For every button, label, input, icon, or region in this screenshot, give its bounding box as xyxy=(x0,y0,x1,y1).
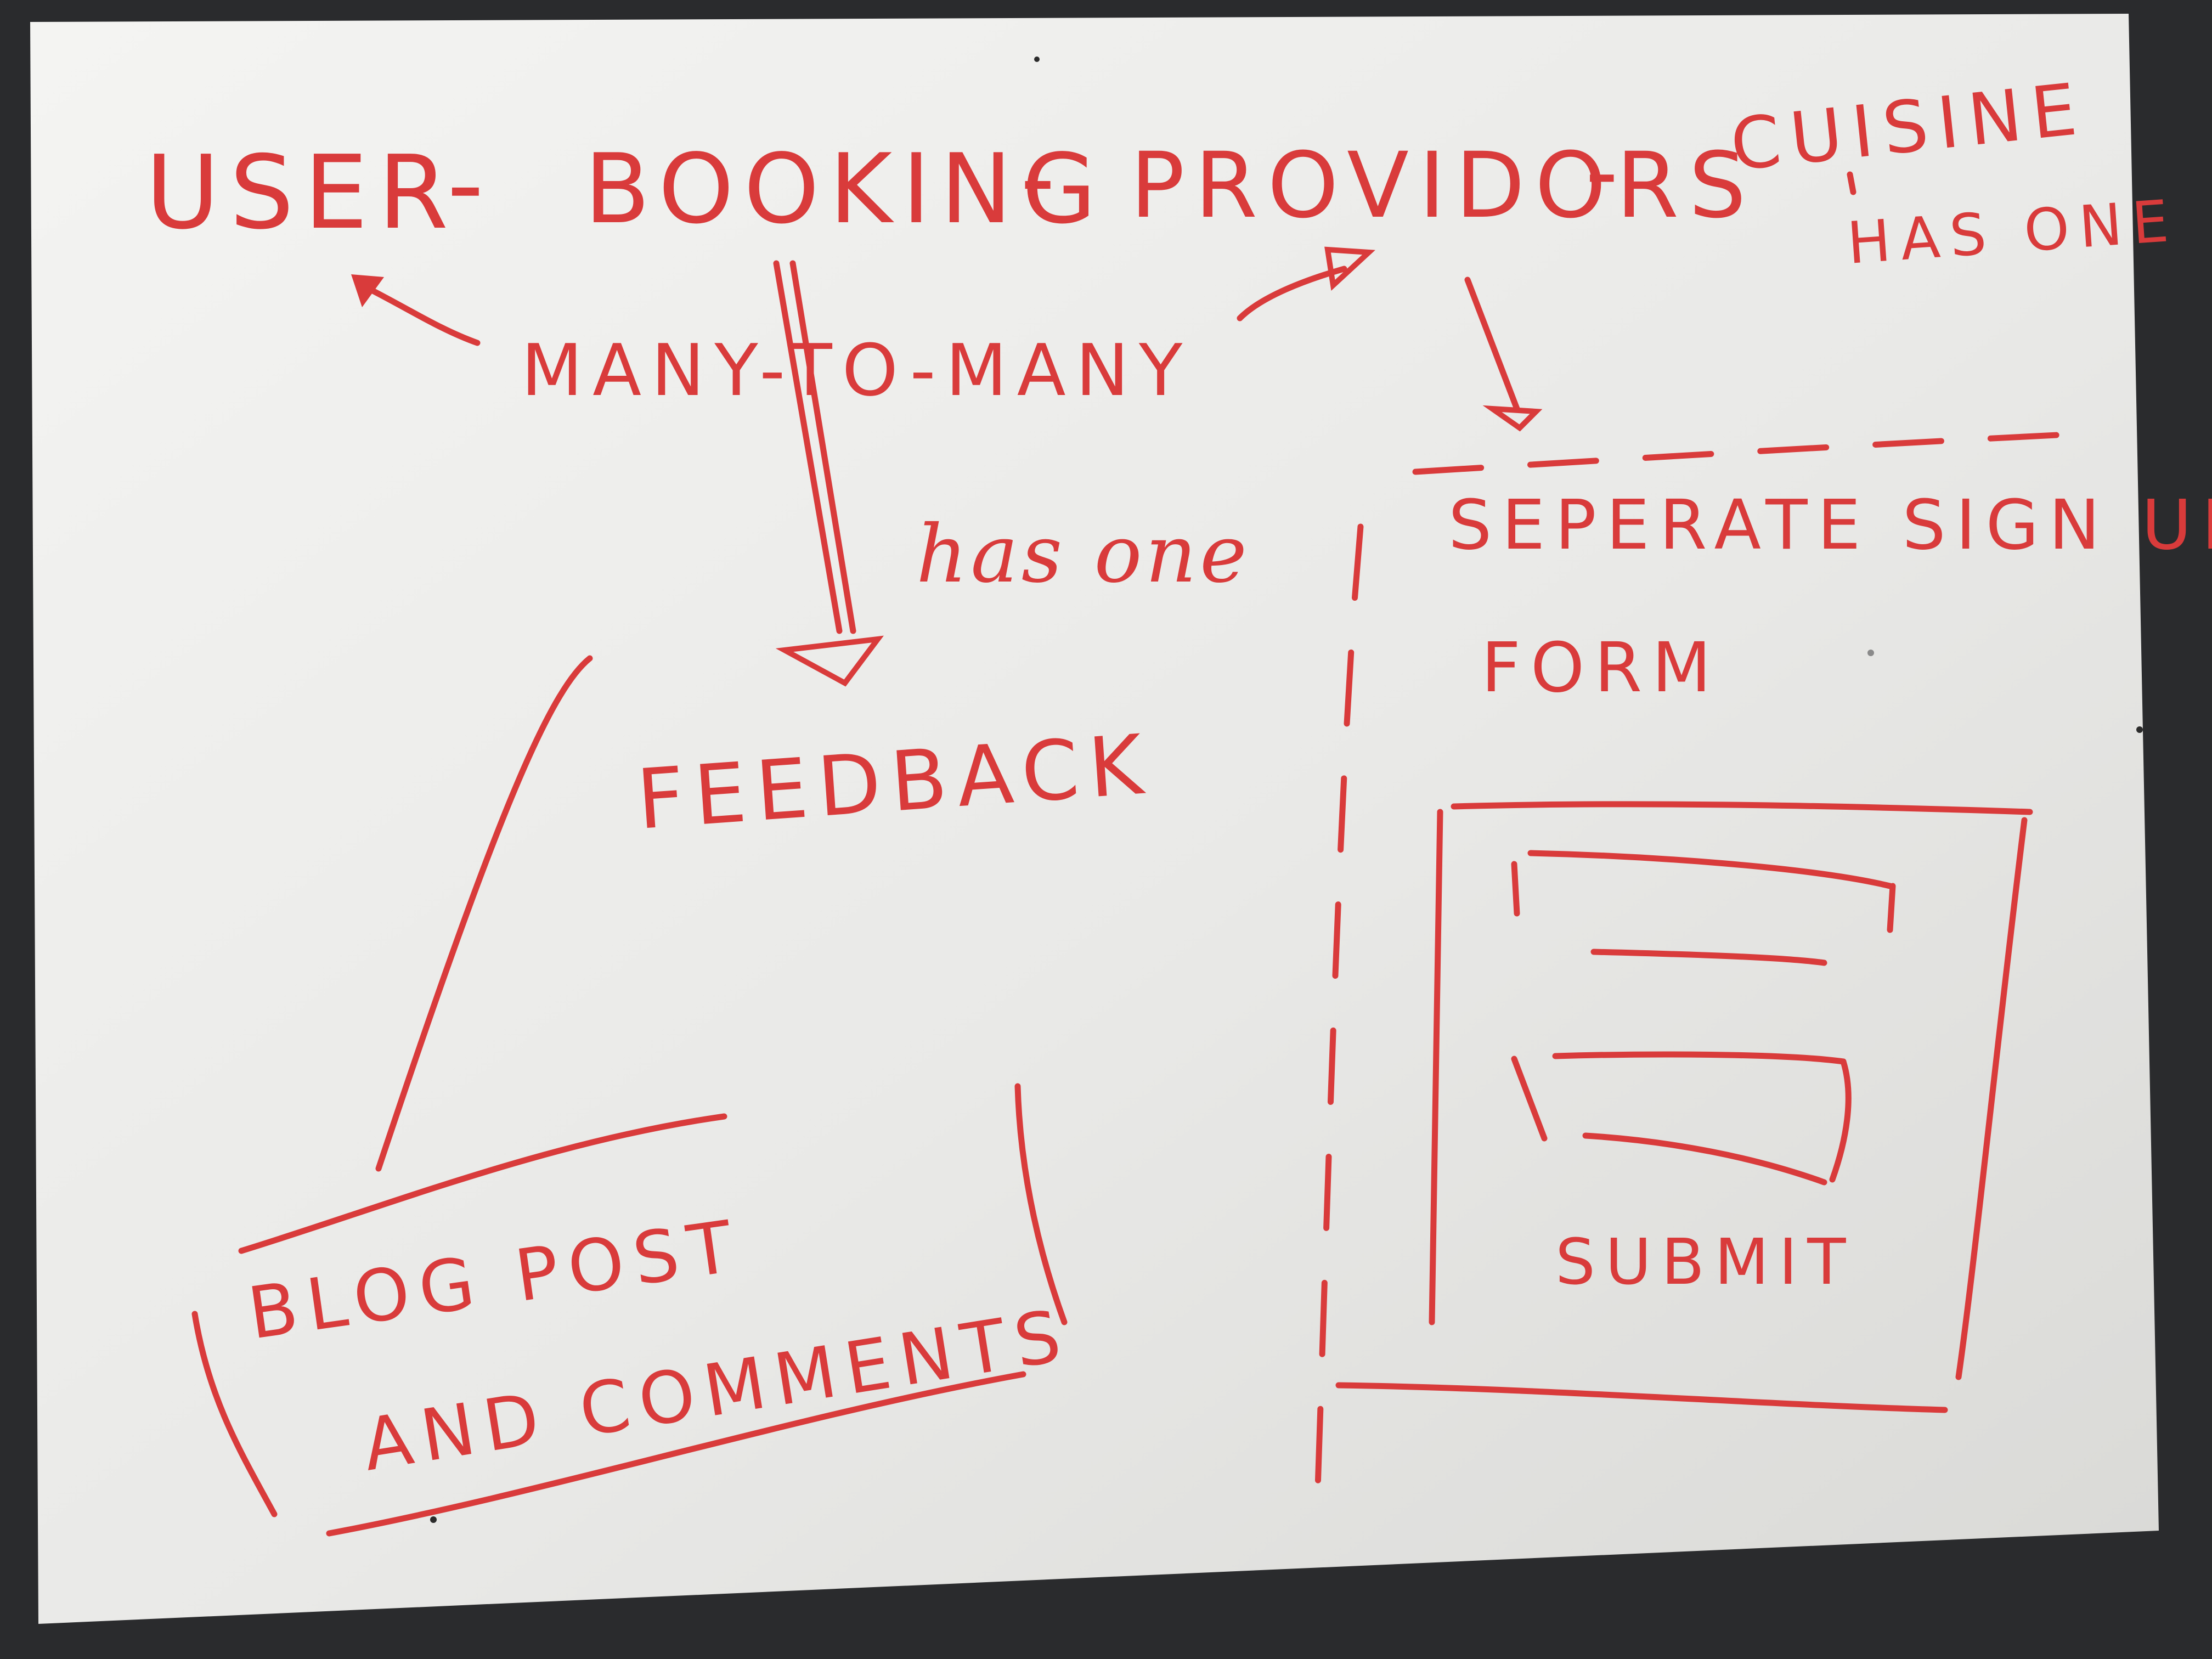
signup-subtitle: FORM xyxy=(1481,628,1721,708)
form-box-top xyxy=(1451,801,2033,815)
arrow-booking-feedback-2 xyxy=(789,260,856,634)
form-field-1-bottom xyxy=(1590,949,1827,966)
board-speck xyxy=(430,1516,437,1523)
relation-has-one-feedback: has one xyxy=(916,508,1250,601)
dash-1: - xyxy=(447,125,494,244)
form-box-right xyxy=(1955,817,2028,1380)
blog-box-top xyxy=(238,1113,727,1254)
form-box-bottom xyxy=(1335,1382,1948,1413)
arrow-head-signup xyxy=(1482,405,1543,432)
cuisine-connector xyxy=(1847,171,1857,195)
form-field-2-top xyxy=(1552,1051,1847,1065)
form-field-1-right xyxy=(1887,883,1896,933)
board-speck xyxy=(1034,57,1040,62)
arrow-providers-signup xyxy=(1464,276,1520,412)
arrow-to-user xyxy=(359,282,481,346)
form-field-1-left xyxy=(1511,861,1520,917)
blog-box-left xyxy=(191,1311,278,1517)
signup-title: SEPERATE SIGN UP xyxy=(1448,486,2212,565)
form-field-2-bottom xyxy=(1582,1132,1827,1186)
board-speck xyxy=(2136,726,2143,733)
blog-box-bottom xyxy=(326,1371,1026,1537)
arrow-head-feedback xyxy=(775,635,884,687)
arrow-head-providers xyxy=(1324,246,1375,291)
arrow-head-user xyxy=(351,274,384,307)
relation-many-to-many: MANY-TO-MANY xyxy=(521,329,1192,412)
board-surface xyxy=(30,14,2159,1624)
blog-box-right xyxy=(1014,1083,1068,1325)
form-box-left xyxy=(1429,809,1443,1325)
dash-3: - xyxy=(1585,119,1628,224)
feedback-blog-connector xyxy=(375,655,593,1172)
form-field-1-top xyxy=(1527,850,1893,889)
form-field-2-left xyxy=(1511,1056,1548,1142)
dash-2: - xyxy=(1020,123,1065,234)
form-field-2-right xyxy=(1829,1058,1852,1183)
arrow-booking-feedback-1 xyxy=(773,260,843,634)
form-submit-label: SUBMIT xyxy=(1555,1226,1855,1299)
entity-providers: PROVIDORS xyxy=(1130,133,1756,238)
entity-user: USER xyxy=(145,133,458,252)
entity-booking: BOOKING xyxy=(584,134,1106,245)
board-speck xyxy=(1867,650,1874,656)
